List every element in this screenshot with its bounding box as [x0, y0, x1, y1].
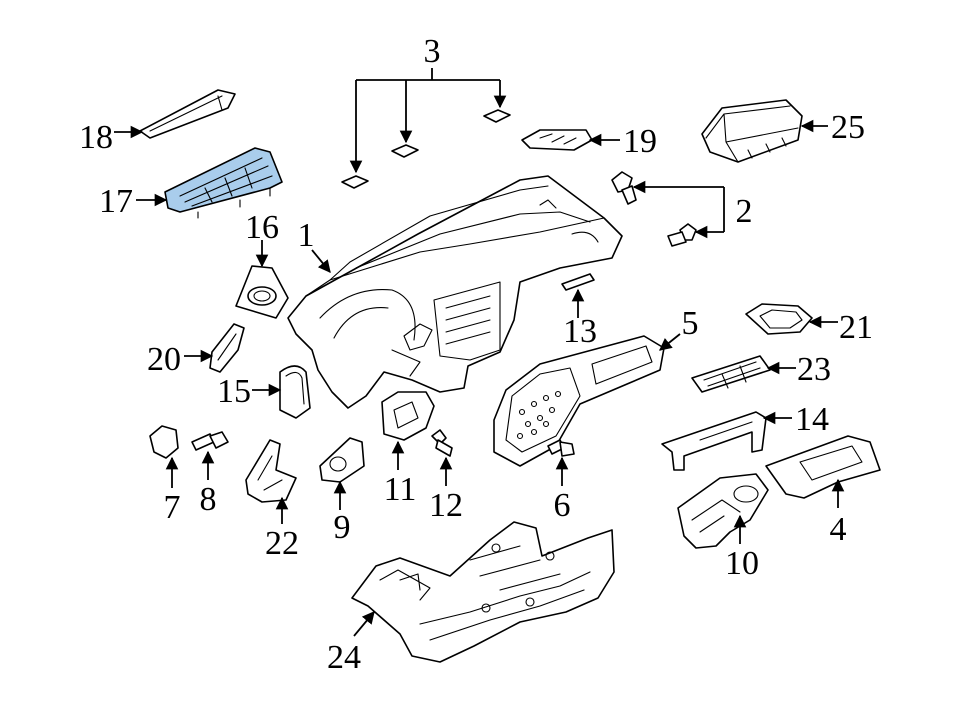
callout-11: 11	[384, 471, 417, 508]
callout-5: 5	[682, 305, 699, 342]
callout-17: 17	[99, 183, 133, 220]
leader-lines	[114, 68, 845, 637]
part-3-clips	[341, 109, 511, 189]
part-8-bolt	[191, 431, 229, 451]
part-10-console-trim	[677, 473, 769, 549]
callout-16: 16	[245, 209, 279, 246]
callout-13: 13	[563, 313, 597, 350]
part-22-side-trim	[245, 439, 297, 503]
part-20-small-panel	[209, 323, 245, 373]
part-6-bolt	[547, 439, 575, 457]
callout-2: 2	[736, 193, 753, 230]
callout-15: 15	[217, 373, 251, 410]
part-14-bracket	[661, 411, 767, 471]
callout-14: 14	[795, 401, 829, 438]
callout-labels: 3 18 19 25 17 2 16 1 13 5 21 20 15 23 14…	[79, 33, 873, 676]
callout-7: 7	[164, 489, 181, 526]
callout-6: 6	[554, 487, 571, 524]
callout-8: 8	[200, 481, 217, 518]
callout-12: 12	[429, 487, 463, 524]
callout-4: 4	[830, 511, 847, 548]
part-7-switch	[149, 425, 179, 459]
part-1-instrument-panel	[287, 175, 623, 409]
callout-10: 10	[725, 545, 759, 582]
callout-22: 22	[265, 525, 299, 562]
part-23-vent	[691, 355, 771, 393]
part-17-defroster-grille	[164, 147, 283, 219]
callout-18: 18	[79, 119, 113, 156]
part-11-panel	[381, 391, 435, 441]
callout-3: 3	[424, 33, 441, 70]
callout-25: 25	[831, 109, 865, 146]
part-25-airbag-module	[701, 99, 803, 163]
part-15-end-cap	[279, 365, 311, 419]
callout-21: 21	[839, 309, 873, 346]
part-13-bracket	[561, 273, 595, 291]
callout-19: 19	[623, 123, 657, 160]
part-19-vent	[521, 129, 593, 151]
callout-9: 9	[334, 509, 351, 546]
callout-24: 24	[327, 639, 361, 676]
callout-23: 23	[797, 351, 831, 388]
part-16-cup-holder-bezel	[235, 265, 289, 319]
part-5-lower-panel	[493, 335, 665, 467]
part-9-switch-bezel	[319, 437, 365, 483]
part-24-lower-carrier	[351, 521, 615, 663]
callout-1: 1	[298, 217, 315, 254]
part-18-trim-strip	[139, 89, 236, 139]
callout-20: 20	[147, 341, 181, 378]
part-4-trim-panel	[765, 435, 881, 499]
part-2-bolts	[611, 171, 697, 247]
part-21-vent-bezel	[745, 303, 813, 335]
part-12-bolt	[431, 429, 453, 457]
